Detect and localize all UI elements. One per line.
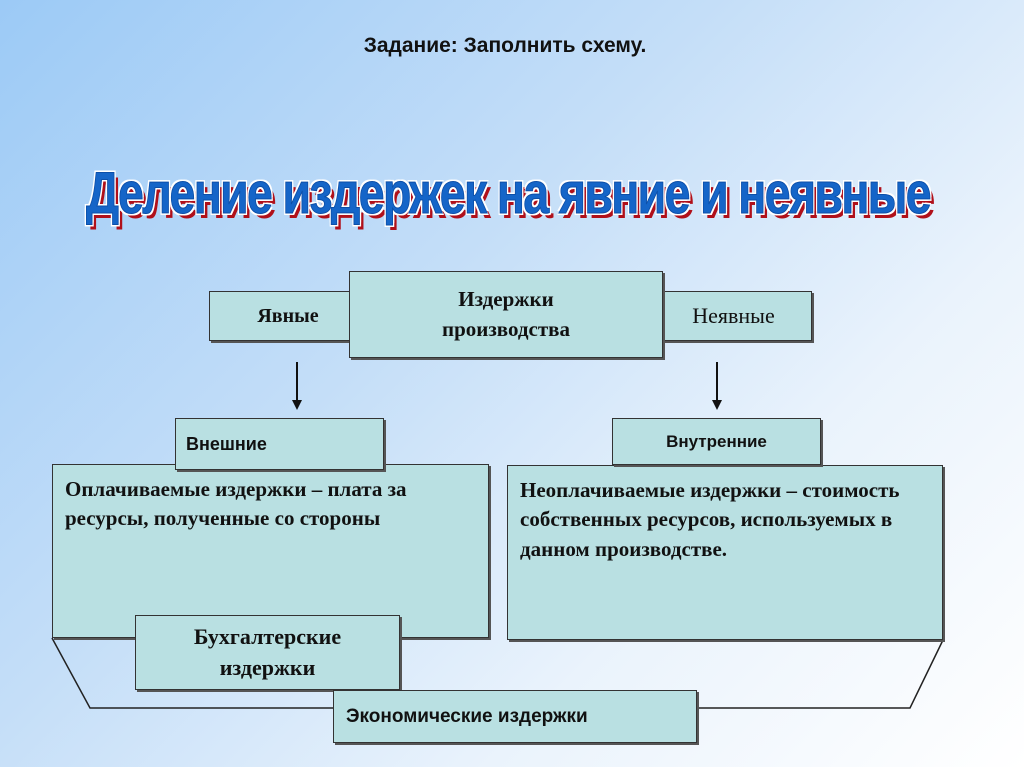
- economic-costs-bracket: [51, 637, 944, 709]
- arrow-down-icon: [292, 362, 302, 410]
- unpaid-costs-box: Неоплачиваемые издержки – стоимость собс…: [507, 465, 943, 640]
- external-costs-box: Внешние: [175, 418, 384, 470]
- accounting-costs-box: Бухгалтерские издержки: [135, 615, 400, 690]
- internal-costs-box: Внутренние: [612, 418, 821, 465]
- production-costs-box: Издержки производства: [349, 271, 663, 358]
- economic-costs-box: Экономические издержки: [333, 690, 697, 743]
- task-subtitle: Задание: Заполнить схему.: [363, 34, 647, 57]
- implicit-costs-box: Неявные: [655, 291, 812, 341]
- arrow-down-icon: [712, 362, 722, 410]
- slide-title: Деление издержек на явние и неявные: [86, 161, 932, 227]
- explicit-costs-box: Явные: [209, 291, 367, 341]
- paid-costs-box: Оплачиваемые издержки – плата за ресурсы…: [52, 464, 489, 638]
